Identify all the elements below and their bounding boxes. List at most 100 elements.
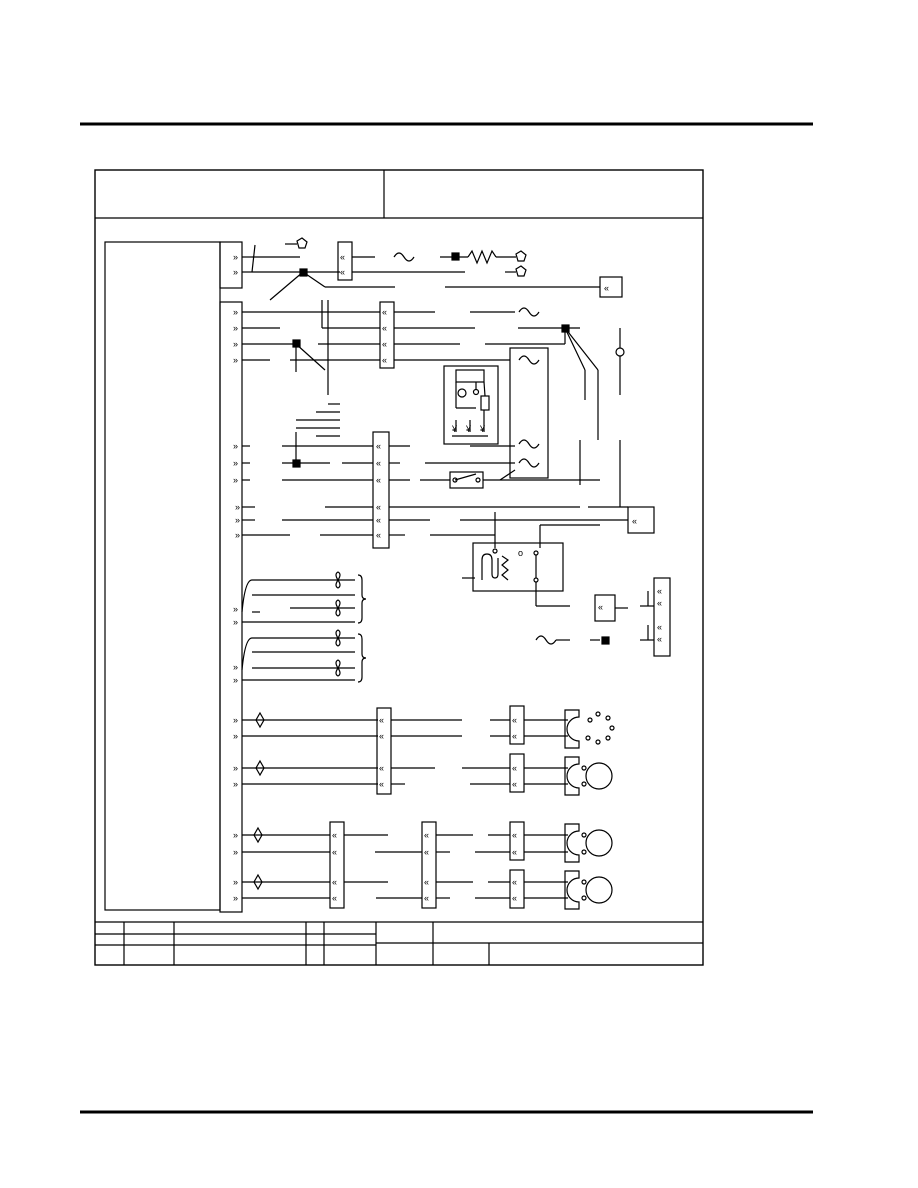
connector-arrow-icon: « [376, 441, 381, 451]
switch-position-icon [609, 725, 615, 731]
circuit-top-group: « « « [242, 237, 623, 301]
input-arrow-icon: » [235, 502, 240, 512]
connector-arrow-icon: « [340, 267, 345, 277]
input-arrow-icon: » [233, 458, 238, 468]
connector-arrow-icon: « [424, 893, 429, 903]
input-arrow-icon: » [233, 715, 238, 725]
input-arrow-icon: » [233, 355, 238, 365]
connector-arrow-icon: « [379, 715, 384, 725]
input-arrow-icon: » [233, 779, 238, 789]
switch-position-icon [595, 739, 601, 745]
lamp-bulb-icon [255, 711, 265, 729]
connector-arrow-icon: « [376, 502, 381, 512]
connector-arrow-icon: « [512, 893, 517, 903]
connector-arrow-icon: « [382, 339, 387, 349]
rotary-dial-icon [585, 829, 613, 857]
input-arrow-icon: » [233, 617, 238, 627]
input-arrow-icon: » [233, 307, 238, 317]
fuse-symbol-icon [535, 635, 557, 645]
switch-row-3: « « « « « « [242, 821, 613, 909]
connector-arrow-icon: « [376, 530, 381, 540]
fuse-symbol-icon [518, 355, 540, 365]
connector-arrow-icon: « [424, 830, 429, 840]
input-arrow-icon: » [233, 847, 238, 857]
input-arrow-icon: » [233, 675, 238, 685]
lamp-bulb-icon [253, 826, 263, 844]
contact-point-icon [581, 849, 587, 855]
circuit-second-group: « « « « [242, 300, 625, 507]
connector-arrow-icon: « [382, 323, 387, 333]
connector-arrow-icon: « [424, 877, 429, 887]
connector-arrow-icon: « [657, 598, 662, 608]
connector-arrow-icon: « [657, 622, 662, 632]
contact-point-icon [581, 895, 587, 901]
input-marker-column: » » » » » » » » » » » » » » » » » » » » … [233, 252, 240, 903]
switch-row-4: « « « « « « [242, 869, 613, 910]
resistor-symbol-icon [467, 249, 497, 265]
input-arrow-icon: » [233, 604, 238, 614]
connector-arrow-icon: « [382, 355, 387, 365]
contact-point-icon [581, 879, 587, 885]
connector-arrow-icon: « [376, 458, 381, 468]
main-connector-block [104, 241, 243, 913]
connector-arrow-icon: « [604, 283, 609, 293]
contact-point-icon [581, 832, 587, 838]
input-arrow-icon: » [233, 830, 238, 840]
contact-point-icon [581, 765, 587, 771]
relay-module: ¥ ¥ ¥ [443, 365, 499, 445]
rotary-switch-icon [564, 870, 580, 910]
connector-arrow-icon: « [657, 586, 662, 596]
connector-arrow-icon: « [512, 847, 517, 857]
switch-position-icon [595, 711, 601, 717]
fuse-symbol-icon [518, 307, 540, 317]
lamp-bulb-icon [255, 759, 265, 777]
lamp-pentagon-icon [515, 265, 527, 277]
connector-arrow-icon: ¥ [451, 424, 458, 434]
input-arrow-icon: » [233, 662, 238, 672]
input-arrow-icon: » [233, 339, 238, 349]
lamp-bulb-icon [335, 629, 341, 647]
input-arrow-icon: » [233, 731, 238, 741]
lamp-bulb-icon [253, 873, 263, 891]
connector-arrow-icon: « [332, 877, 337, 887]
switch-position-icon [605, 715, 611, 721]
contact-point-icon [472, 388, 480, 396]
coil-symbol-icon [501, 555, 510, 581]
circuit-fourth-group: « o « « « « « [242, 506, 671, 657]
connector-arrow-icon: « [512, 763, 517, 773]
title-block [95, 921, 703, 965]
input-arrow-icon: » [233, 441, 238, 451]
heater-relay-box [472, 542, 564, 592]
switch-row-2: « « « « [242, 753, 613, 796]
connector-arrow-icon: « [379, 731, 384, 741]
connector-arrow-icon: « [512, 877, 517, 887]
lamp-bulb-icon [335, 599, 341, 617]
connector-arrow-icon: ¥ [465, 424, 472, 434]
connector-arrow-icon: « [332, 847, 337, 857]
connector-arrow-icon: « [340, 252, 345, 262]
input-arrow-icon: » [235, 515, 240, 525]
fuse-symbol-icon [518, 458, 540, 468]
input-arrow-icon: » [235, 530, 240, 540]
connector-arrow-icon: « [379, 779, 384, 789]
switch-position-icon [587, 717, 593, 723]
contact-point-icon [492, 548, 498, 554]
connector-arrow-icon: « [376, 475, 381, 485]
input-arrow-icon: » [233, 267, 238, 277]
connector-arrow-icon: « [512, 779, 517, 789]
splice-node-icon [601, 636, 610, 645]
lamp-group-1 [241, 571, 367, 624]
rotary-switch-icon [564, 756, 580, 796]
connector-arrow-icon: « [512, 830, 517, 840]
fuse-panel [509, 347, 549, 479]
input-arrow-icon: » [233, 475, 238, 485]
contact-point-icon [475, 477, 481, 483]
lamp-bulb-icon [335, 571, 341, 589]
rotary-dial-icon [585, 876, 613, 904]
brace-icon [357, 574, 367, 624]
rotary-dial-icon [585, 762, 613, 790]
connector-arrow-icon: « [657, 634, 662, 644]
connector-arrow-icon: « [332, 893, 337, 903]
relay-contact-mark: o [518, 548, 523, 558]
